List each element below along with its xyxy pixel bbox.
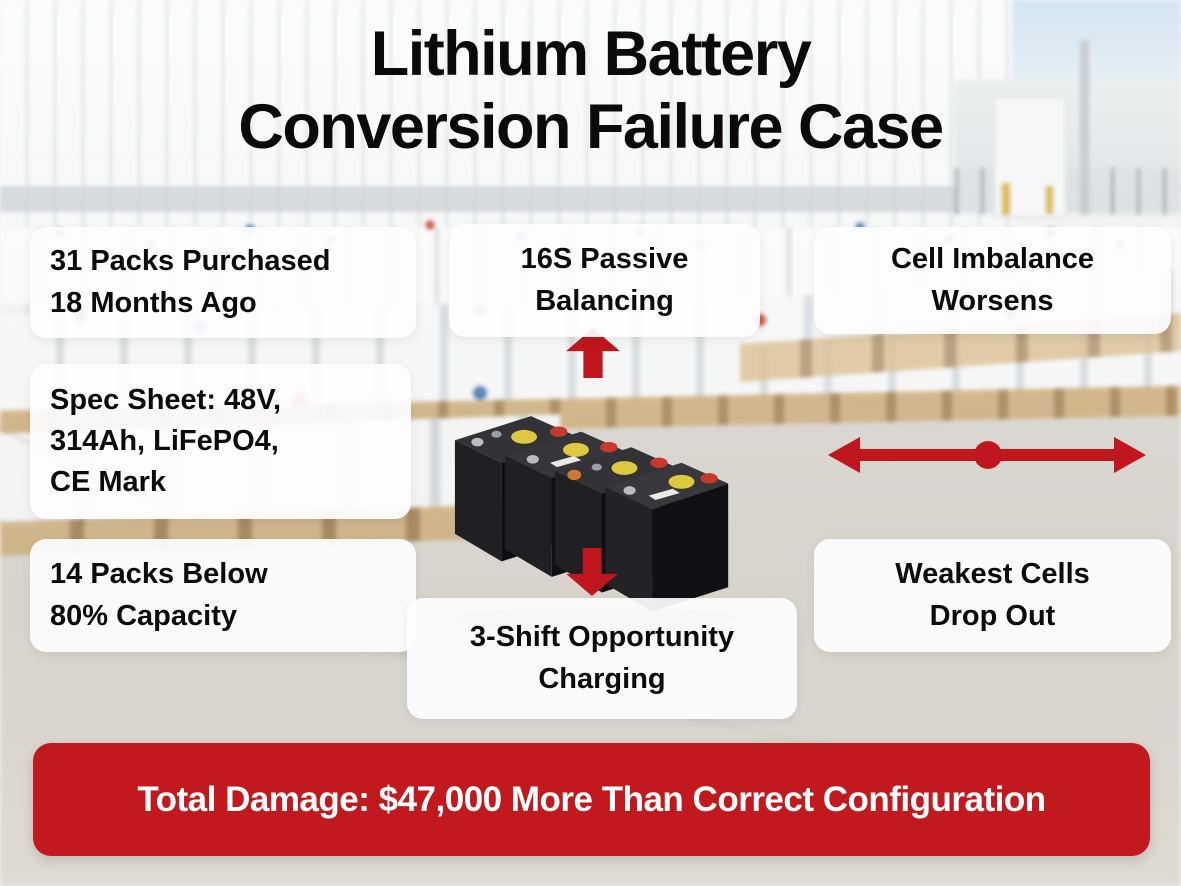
up-arrow-icon xyxy=(566,328,620,378)
card-opportunity-charging: 3-Shift Opportunity Charging xyxy=(407,598,797,719)
card-packs-below-capacity: 14 Packs Below 80% Capacity xyxy=(30,539,416,652)
bollard xyxy=(1046,186,1053,214)
page-title: Lithium Battery Conversion Failure Case xyxy=(238,19,944,163)
card-weakest-cells-text: Weakest Cells Drop Out xyxy=(895,558,1090,632)
card-opportunity-charging-text: 3-Shift Opportunity Charging xyxy=(469,621,735,695)
down-arrow-icon xyxy=(566,548,618,596)
card-cell-imbalance-text: Cell Imbalance Worsens xyxy=(890,243,1095,317)
card-packs-purchased-text: 31 Packs Purchased 18 Months Ago xyxy=(50,245,331,319)
downspout xyxy=(1080,40,1089,215)
card-spec-sheet-text: Spec Sheet: 48V, 314Ah, LiFePO4, CE Mark xyxy=(50,383,282,499)
card-packs-purchased: 31 Packs Purchased 18 Months Ago xyxy=(30,227,416,338)
wall-band xyxy=(0,186,1012,212)
card-passive-balancing: 16S Passive Balancing xyxy=(449,224,760,337)
bollard xyxy=(1002,183,1010,215)
card-packs-below-capacity-text: 14 Packs Below 80% Capacity xyxy=(50,558,268,632)
total-damage-banner: Total Damage: $47,000 More Than Correct … xyxy=(33,743,1150,856)
fence xyxy=(955,168,1181,215)
card-weakest-cells: Weakest Cells Drop Out xyxy=(814,539,1171,652)
pivot-dot-icon xyxy=(974,441,1002,469)
card-spec-sheet: Spec Sheet: 48V, 314Ah, LiFePO4, CE Mark xyxy=(30,364,411,519)
battery-pack xyxy=(605,462,729,612)
total-damage-text: Total Damage: $47,000 More Than Correct … xyxy=(137,779,1046,819)
card-cell-imbalance: Cell Imbalance Worsens xyxy=(814,227,1171,334)
left-right-arrow-icon xyxy=(828,437,1146,473)
card-passive-balancing-text: 16S Passive Balancing xyxy=(520,243,689,317)
